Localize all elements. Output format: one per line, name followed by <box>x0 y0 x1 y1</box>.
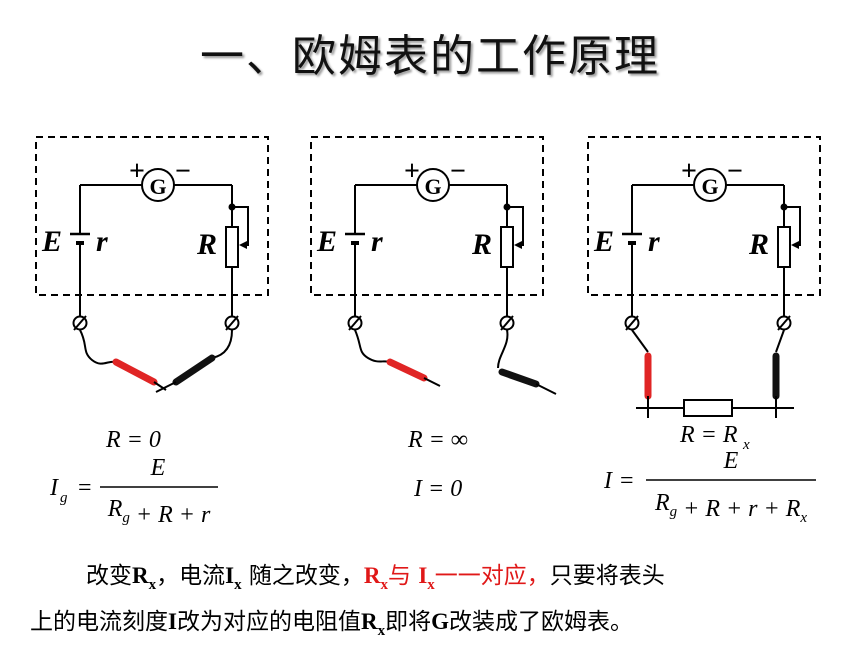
caption-symbol: R <box>132 563 149 588</box>
caption-text: 即将 <box>385 609 432 635</box>
rheostat-label: R <box>748 228 769 261</box>
minus-label: − <box>727 156 743 187</box>
galvanometer-label: G <box>149 174 166 199</box>
red-probe-wire <box>79 329 117 365</box>
resistor-rx <box>683 399 733 417</box>
caption-symbol: G <box>431 609 449 634</box>
formula-open: R = ∞ I = 0 <box>407 427 468 502</box>
caption-text: 上的电流刻度 <box>30 609 168 635</box>
internal-resistance-label: r <box>371 225 383 258</box>
red-probe <box>386 358 428 382</box>
caption-symbol: R <box>360 609 378 634</box>
caption-symbol: I <box>225 563 235 588</box>
galvanometer-label: G <box>701 174 718 199</box>
black-probe-wire <box>497 329 509 369</box>
formula-r-equals-rx: R = R <box>679 422 738 448</box>
internal-resistance-label: r <box>96 225 108 258</box>
caption-subscript: x <box>148 577 157 593</box>
circuit-short: + − G E r R <box>34 135 270 393</box>
black-probe <box>498 368 540 388</box>
circuit-with-rx: + − G E r R <box>586 135 822 418</box>
emf-label: E <box>593 225 614 258</box>
minus-label: − <box>450 156 466 187</box>
rheostat-label: R <box>196 228 217 261</box>
plus-label: + <box>129 156 145 187</box>
caption-symbol: I <box>168 609 177 634</box>
formula-rx-subscript: x <box>742 437 750 453</box>
formula-numerator: E <box>150 455 166 481</box>
red-probe-wire <box>354 329 391 363</box>
black-probe-tip <box>535 383 557 395</box>
formula-short: R = 0 I g = E Rg + R + r <box>49 427 218 528</box>
plus-label: + <box>681 156 697 187</box>
formula-denominator: Rg + R + r <box>107 496 211 528</box>
internal-resistance-label: r <box>648 225 660 258</box>
circuit-open: + − G E r R <box>309 135 557 395</box>
formula-equals: = <box>620 468 634 494</box>
caption-text: 随之改变， <box>241 563 364 589</box>
formula-numerator: E <box>723 448 739 474</box>
plus-label: + <box>404 156 420 187</box>
emf-label: E <box>41 225 62 258</box>
caption-text: 改变 <box>86 563 132 589</box>
caption-text: ，电流 <box>156 563 226 589</box>
black-probe <box>172 354 216 386</box>
formula-i-zero: I = 0 <box>413 476 462 502</box>
minus-label: − <box>175 156 191 187</box>
red-probe <box>112 358 158 386</box>
red-probe-tip <box>423 377 441 387</box>
page-title: 一、欧姆表的工作原理 <box>200 31 660 82</box>
explanation-line-2: 上的电流刻度I改为对应的电阻值Rx即将G改装成了欧姆表。 <box>30 602 840 639</box>
galvanometer-label: G <box>424 174 441 199</box>
emf-label: E <box>316 225 337 258</box>
formula-equals: = <box>78 475 92 501</box>
formula-current-symbol: I <box>49 475 59 501</box>
formula-current-subscript: g <box>60 490 68 506</box>
caption-text: 改装成了欧姆表。 <box>448 609 633 635</box>
formula-current-symbol: I <box>603 468 613 494</box>
rheostat-label: R <box>471 228 492 261</box>
formula-rx: R = R x I = E Rg + R + r + Rx <box>603 422 816 526</box>
caption-subscript: x <box>234 577 242 593</box>
highlight-correspondence: Rx与 Ix一一对应， <box>363 563 550 593</box>
caption-subscript: x <box>377 623 386 639</box>
black-probe-wire <box>775 329 785 353</box>
explanation-line-1: 改变Rx，电流Ix 随之改变，Rx与 Ix一一对应，只要将表头 <box>30 556 840 593</box>
formula-r-zero: R = 0 <box>105 427 161 453</box>
caption-text: 改为对应的电阻值 <box>176 609 361 635</box>
caption-text: 只要将表头 <box>549 563 665 589</box>
black-probe-wire <box>211 329 233 359</box>
black-probe-tip <box>155 381 177 393</box>
formula-r-infinity: R = ∞ <box>407 427 468 453</box>
red-probe-wire <box>631 329 649 353</box>
formula-denominator: Rg + R + r + Rx <box>654 490 807 526</box>
